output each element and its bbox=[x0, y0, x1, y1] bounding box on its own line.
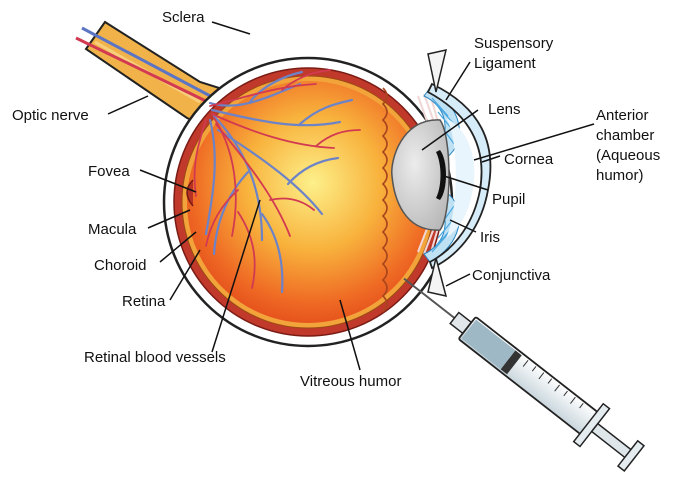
label-anterior-line-2: chamber bbox=[596, 127, 654, 144]
syringe-plunger-tip bbox=[500, 350, 522, 375]
label-suspensory-line-2: Ligament bbox=[474, 55, 537, 72]
label-optic-nerve: Optic nerve bbox=[12, 107, 89, 124]
label-retinal-blood-vessels: Retinal blood vessels bbox=[84, 349, 226, 366]
label-anterior-chamber: Anterior chamber (Aqueous humor) bbox=[596, 107, 664, 184]
lens bbox=[391, 119, 450, 231]
label-macula: Macula bbox=[88, 221, 137, 238]
syringe-fluid bbox=[461, 319, 516, 370]
label-suspensory-ligament: Suspensory Ligament bbox=[474, 35, 557, 72]
optic-nerve-vessels bbox=[75, 26, 215, 106]
label-iris: Iris bbox=[480, 229, 500, 246]
retinal-blood-vessels bbox=[193, 69, 361, 294]
vitreous-humor bbox=[187, 81, 429, 323]
ciliary-body bbox=[381, 87, 388, 313]
label-fovea: Fovea bbox=[88, 163, 130, 180]
label-retina: Retina bbox=[122, 293, 166, 310]
label-suspensory-line-1: Suspensory bbox=[474, 35, 554, 52]
fovea-pit bbox=[186, 179, 194, 207]
conjunctiva bbox=[427, 49, 448, 297]
syringe-needle bbox=[403, 277, 457, 321]
label-sclera: Sclera bbox=[162, 9, 205, 26]
label-pupil: Pupil bbox=[492, 191, 525, 208]
label-anterior-line-4: humor) bbox=[596, 167, 644, 184]
syringe-thumb-rest bbox=[616, 439, 646, 473]
anterior-chamber bbox=[446, 118, 475, 238]
label-choroid: Choroid bbox=[94, 257, 147, 274]
cornea bbox=[426, 82, 492, 270]
syringe-scale bbox=[522, 359, 584, 409]
label-conjunctiva: Conjunctiva bbox=[472, 267, 551, 284]
label-anterior-line-1: Anterior bbox=[596, 107, 649, 124]
pupil bbox=[436, 150, 446, 200]
labels: Sclera Optic nerve Fovea Macula Choroid … bbox=[12, 9, 664, 390]
leader-lines bbox=[107, 21, 595, 371]
label-anterior-line-3: (Aqueous bbox=[596, 147, 660, 164]
label-vitreous-humor: Vitreous humor bbox=[300, 373, 401, 390]
label-lens: Lens bbox=[488, 101, 521, 118]
syringe-plunger-rod bbox=[590, 422, 634, 460]
label-cornea: Cornea bbox=[504, 151, 554, 168]
syringe bbox=[403, 277, 646, 473]
